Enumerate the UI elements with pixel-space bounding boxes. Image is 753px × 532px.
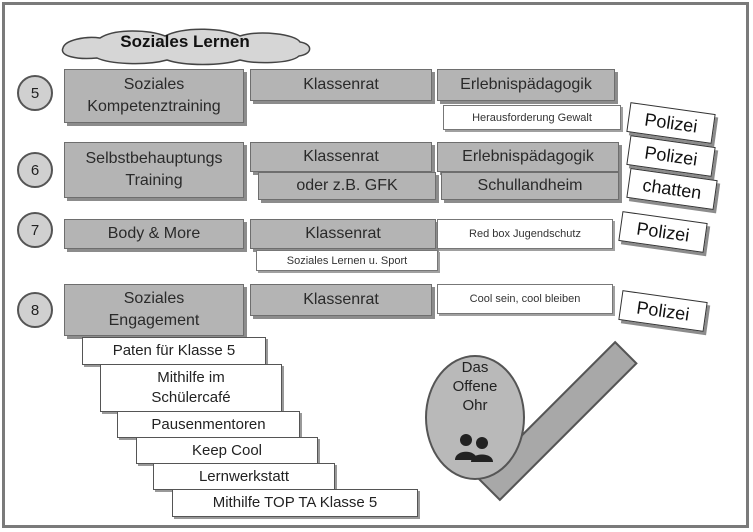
grade-7-circle: 7 (17, 212, 53, 248)
stair-step-label-line-1: Mithilfe im (157, 369, 225, 386)
class-council-label: Klassenrat (303, 76, 379, 93)
stair-step-learning-workshop: Lernwerkstatt (153, 463, 335, 490)
adventure-label: Erlebnispädagogik (462, 148, 594, 165)
program-line-2: Kompetenztraining (87, 98, 221, 115)
grade-5-circle: 5 (17, 75, 53, 111)
stair-step-label: Lernwerkstatt (198, 467, 290, 485)
gfk-box: oder z.B. GFK (258, 172, 436, 200)
title-cloud (61, 28, 311, 66)
class-council-5: Klassenrat (250, 69, 432, 101)
page-title: Soziales Lernen (120, 32, 250, 51)
chat-label: chatten (641, 174, 703, 203)
program-line-1: Selbstbehauptungs (85, 150, 223, 167)
red-box-label: Red box Jugendschutz (469, 228, 581, 240)
class-council-label: Klassenrat (305, 225, 381, 242)
school-camp-box: Schullandheim (441, 172, 619, 200)
class-council-7: Klassenrat (250, 219, 436, 249)
police-label: Polizei (635, 217, 691, 246)
social-learning-sport-label: Soziales Lernen u. Sport (286, 254, 408, 267)
stair-step-label: Mithilfe TOP TA Klasse 5 (212, 494, 378, 511)
stair-step-top-ta: Mithilfe TOP TA Klasse 5 (172, 489, 418, 517)
social-learning-sport-box: Soziales Lernen u. Sport (256, 250, 438, 271)
program-line-2: Engagement (108, 312, 200, 329)
program-line-1: Body & More (107, 225, 201, 242)
stair-step-label: Pausenmentoren (151, 415, 266, 433)
challenge-violence-label: Herausforderung Gewalt (472, 111, 592, 124)
grade-7-number: 7 (30, 221, 40, 239)
open-ear-label: Das Offene Ohr (425, 358, 525, 415)
challenge-violence-box: Herausforderung Gewalt (443, 105, 621, 130)
people-icon (455, 434, 493, 462)
cool-stay-cool-label: Cool sein, cool bleiben (469, 293, 581, 305)
adventure-education-5: Erlebnispädagogik (437, 69, 615, 101)
class-council-label: Klassenrat (303, 291, 379, 308)
program-line-1: Soziales (123, 290, 185, 307)
stair-step-school-cafe: Mithilfe im Schülercafé (100, 364, 282, 412)
class-council-6: Klassenrat (250, 142, 432, 172)
stair-step-label: Paten für Klasse 5 (112, 342, 236, 359)
cool-stay-cool-box: Cool sein, cool bleiben (437, 284, 613, 314)
grade-5-number: 5 (30, 84, 40, 102)
grade-8-number: 8 (30, 301, 40, 319)
grade-6-number: 6 (30, 161, 40, 179)
red-box-youth-protection: Red box Jugendschutz (437, 219, 613, 249)
open-ear-line-3: Ohr (462, 397, 488, 414)
grade-6-circle: 6 (17, 152, 53, 188)
stair-step-label-line-2: Schülercafé (151, 389, 231, 406)
stair-step-mentors-class-5: Paten für Klasse 5 (82, 337, 266, 365)
program-line-1: Soziales (123, 76, 185, 93)
police-label: Polizei (643, 141, 699, 170)
stair-step-break-mentors: Pausenmentoren (117, 411, 300, 438)
adventure-label: Erlebnispädagogik (460, 76, 592, 93)
class-council-8: Klassenrat (250, 284, 432, 316)
program-line-2: Training (125, 172, 183, 189)
class-council-label: Klassenrat (303, 148, 379, 165)
gfk-label: oder z.B. GFK (296, 177, 398, 194)
adventure-education-6: Erlebnispädagogik (437, 142, 619, 172)
open-ear-line-2: Offene (452, 378, 498, 395)
program-body-more: Body & More (64, 219, 244, 249)
grade-8-circle: 8 (17, 292, 53, 328)
police-label: Polizei (643, 108, 699, 137)
stair-step-label: Keep Cool (191, 441, 263, 459)
open-ear-line-1: Das (461, 359, 489, 376)
stair-step-keep-cool: Keep Cool (136, 437, 318, 464)
school-camp-label: Schullandheim (477, 177, 583, 194)
police-label: Polizei (635, 296, 691, 325)
